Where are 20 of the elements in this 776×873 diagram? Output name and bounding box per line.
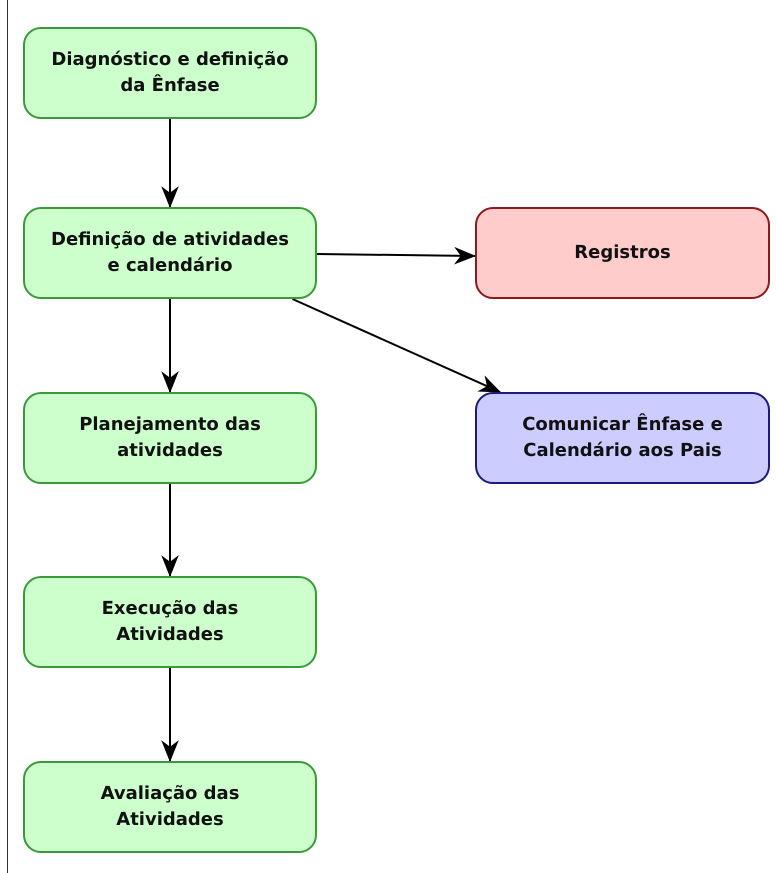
box-label: Planejamento das atividades: [78, 413, 262, 463]
box-label: Avaliação das Atividades: [100, 782, 240, 832]
process-box: [23, 761, 317, 853]
process-box: [475, 392, 770, 484]
arrow: [161, 299, 179, 394]
process-box: [23, 392, 317, 484]
process-box: [23, 207, 317, 299]
process-box: [475, 207, 770, 299]
arrow: [161, 484, 179, 578]
arrow: [161, 119, 179, 208]
box-label: Comunicar Ênfase e Calendário aos Pais: [521, 412, 724, 463]
box-label: Execução das Atividades: [100, 597, 240, 647]
box-label: Definição de atividades e calendário: [50, 228, 290, 278]
arrow: [316, 246, 476, 265]
box-label: Diagnóstico e definição da Ênfase: [50, 48, 290, 98]
box-label: Registros: [574, 241, 671, 265]
process-box: [23, 27, 317, 119]
arrow: [292, 298, 502, 393]
process-box: [23, 576, 317, 668]
arrow: [161, 668, 179, 762]
